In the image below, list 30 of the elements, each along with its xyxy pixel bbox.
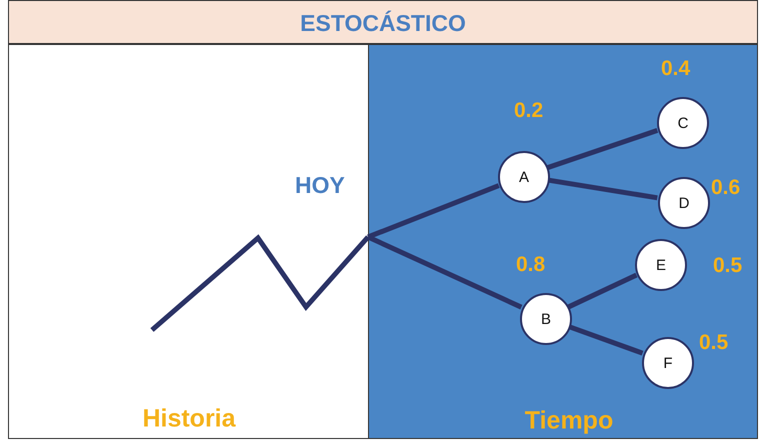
branch-line (546, 128, 658, 170)
node-label: C (678, 114, 688, 132)
branch-line (367, 183, 500, 240)
probability-label: 0.2 (514, 99, 544, 123)
outcome-circle (657, 97, 709, 149)
node-label: B (540, 310, 551, 328)
probability-label: 0.4 (661, 57, 690, 81)
panel-label: Historia (142, 404, 236, 434)
panel-label: Tiempo (524, 406, 614, 436)
probability-label: 0.6 (711, 176, 740, 200)
node-label: D (678, 194, 690, 212)
panel-background (8, 44, 369, 439)
outcome-circle (658, 177, 710, 229)
probability-label: 0.8 (516, 253, 546, 277)
outcome-circle (635, 239, 687, 291)
node-label: E (656, 256, 666, 274)
branch-line (568, 324, 644, 356)
panel-background (368, 44, 758, 439)
probability-label: 0.5 (713, 254, 742, 278)
outcome-circle (520, 293, 572, 345)
branch-line (548, 178, 658, 200)
branch-line (567, 272, 638, 310)
probability-label: 0.5 (699, 331, 728, 355)
branch-line (366, 234, 522, 310)
outcome-circle (642, 337, 694, 389)
outcome-circle (498, 151, 550, 203)
node-label: F (663, 354, 673, 372)
diagram-title: ESTOCÁSTICO (299, 10, 467, 37)
node-label: A (518, 168, 529, 186)
time-label: HOY (295, 172, 345, 199)
